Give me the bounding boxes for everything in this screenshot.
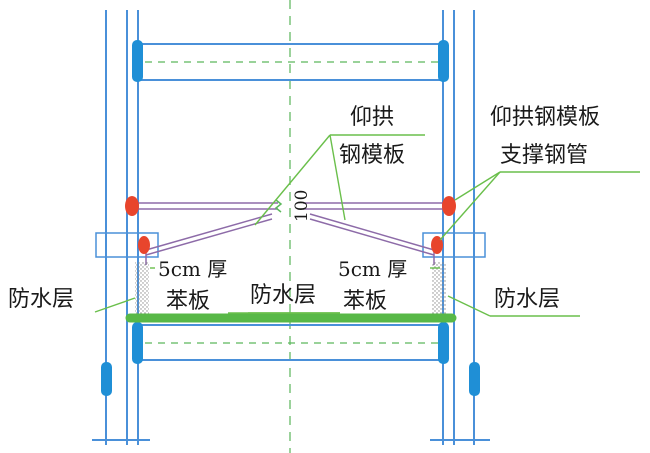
dimension-zigzag (274, 199, 283, 213)
leader-lines (94, 134, 640, 317)
blue-clamps (101, 40, 480, 396)
foam-left (135, 262, 149, 315)
label-arch-formwork-line2: 钢模板 (339, 143, 405, 168)
label-waterproof-right: 防水层 (494, 287, 560, 312)
label-board-thickness-right: 5cm 厚 (338, 257, 407, 281)
dimension-label: 100 (292, 190, 312, 222)
arch-formwork (145, 213, 435, 265)
label-board-name-right: 苯板 (343, 289, 387, 314)
side-brackets (95, 232, 486, 258)
label-board-name-left: 苯板 (166, 289, 210, 314)
label-arch-formwork-line1: 仰拱 (350, 105, 394, 130)
foam-right (432, 262, 446, 315)
bottom-pipe (138, 324, 443, 361)
support-steel-pipe (132, 202, 449, 210)
label-waterproof-left: 防水层 (8, 287, 74, 312)
label-arch-support-line1: 仰拱钢模板 (490, 105, 600, 130)
label-board-thickness-left: 5cm 厚 (158, 257, 227, 281)
label-arch-support-line2: 支撑钢管 (500, 143, 588, 168)
label-waterproof-center: 防水层 (250, 283, 316, 308)
top-pipe (138, 43, 443, 81)
red-clamps (125, 196, 456, 254)
